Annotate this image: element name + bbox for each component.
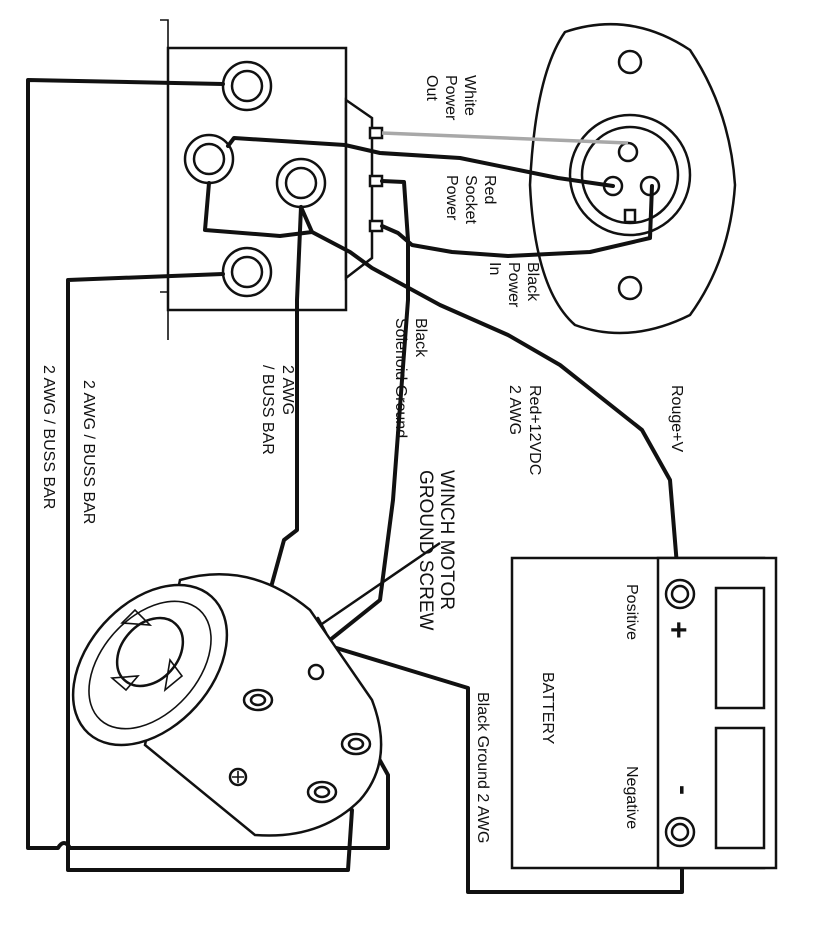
solenoid-post-top [221, 60, 273, 112]
red-socket-power-label: Red Socket Power [443, 175, 498, 228]
white-power-out-label: White Power Out [423, 75, 478, 125]
black-power-in-wire [380, 184, 654, 258]
black-solenoid-ground-wire [328, 179, 410, 642]
battery-label: BATTERY [539, 672, 556, 745]
negative-terminal [664, 816, 696, 848]
red-12vdc-wire [299, 205, 681, 592]
black-power-in-label: Black Power In [486, 262, 541, 312]
solenoid-post-bottom [221, 246, 273, 298]
plus-sign: + [670, 614, 688, 647]
motor-terminal-a [242, 688, 274, 712]
socket-plate [528, 22, 737, 335]
battery [510, 556, 778, 870]
positive-label: Positive [623, 584, 640, 640]
awg-buss-bar-inner-label: 2 AWG / BUSS BAR [259, 365, 296, 455]
winch-motor-ground-screw-label: WINCH MOTOR GROUND SCREW [415, 470, 457, 631]
minus-sign: - [667, 785, 700, 795]
red-socket-power-wire [226, 136, 615, 188]
solenoid-post-center [275, 157, 327, 209]
motor-terminal-f2 [306, 780, 338, 804]
winch-motor [71, 573, 383, 837]
ground-screw-pointer [315, 541, 441, 630]
awg-buss-bar-left-post [203, 181, 314, 238]
black-solenoid-ground-label: Black Solenoid Ground [392, 318, 429, 438]
white-power-out-wire [381, 131, 629, 145]
solenoid-block [160, 19, 384, 340]
awg-buss-bar-outer-label: 2 AWG / BUSS BAR [40, 365, 57, 509]
socket-pin-white [617, 141, 639, 163]
motor-terminal-f1 [340, 732, 372, 756]
positive-terminal [664, 578, 696, 610]
solenoid-post-left [183, 133, 235, 185]
rouge-v-label: Rouge+V [668, 385, 685, 452]
negative-label: Negative [623, 766, 640, 829]
awg-buss-bar-outer [26, 78, 390, 850]
black-ground-label: Black Ground 2 AWG [474, 692, 491, 843]
black-ground-wire [308, 638, 684, 894]
awg-buss-bar-mid-label: 2 AWG / BUSS BAR [80, 380, 97, 524]
red-12vdc-label: Red+12VDC 2 AWG [506, 385, 543, 480]
